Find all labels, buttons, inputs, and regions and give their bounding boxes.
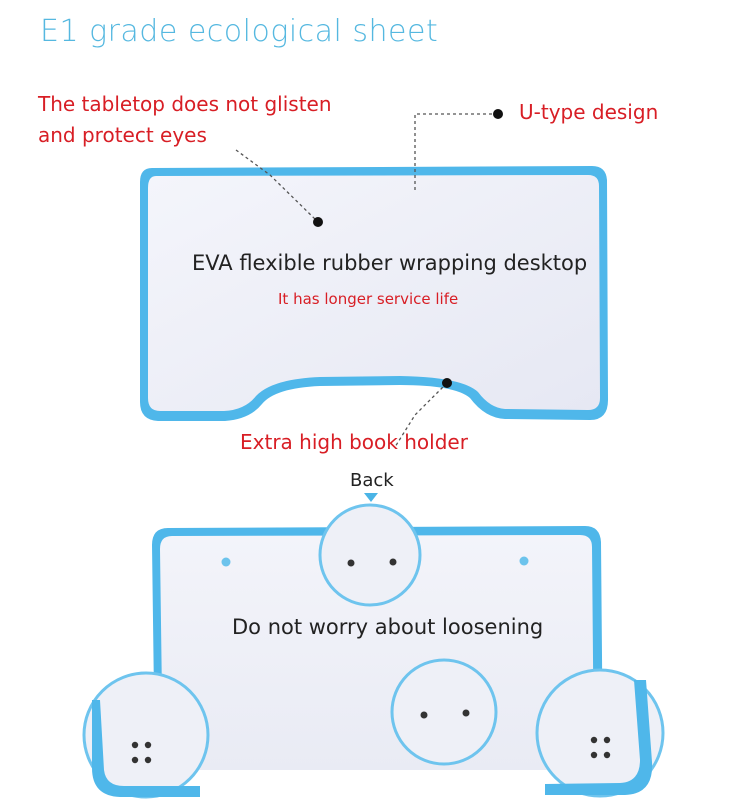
mount-hole-left	[221, 557, 231, 567]
magnifier-left	[82, 671, 210, 799]
tabletop-callout-line2: and protect eyes	[38, 123, 207, 147]
magnifier-top	[318, 503, 422, 607]
callout-dots	[313, 109, 503, 388]
u-type-callout: U-type design	[519, 100, 659, 124]
u-type-leader	[414, 113, 498, 190]
back-label: Back	[350, 470, 394, 491]
callout-lines	[235, 113, 498, 448]
down-arrow-icon	[364, 493, 378, 502]
book-holder-dot	[442, 378, 452, 388]
service-life-caption: It has longer service life	[278, 290, 459, 308]
desk-top-board	[140, 166, 608, 421]
eva-caption: EVA flexible rubber wrapping desktop	[192, 251, 588, 275]
tabletop-dot	[313, 217, 323, 227]
u-type-dot	[493, 109, 503, 119]
book-holder-callout: Extra high book holder	[240, 430, 468, 454]
loosening-caption: Do not worry about loosening	[232, 615, 544, 639]
magnifier-middle	[390, 658, 498, 766]
mount-hole-right	[519, 556, 529, 566]
tabletop-leader	[235, 149, 319, 223]
page-title: E1 grade ecological sheet	[40, 14, 439, 49]
tabletop-callout-line1: The tabletop does not glisten	[38, 92, 332, 116]
magnifier-right	[535, 668, 665, 798]
